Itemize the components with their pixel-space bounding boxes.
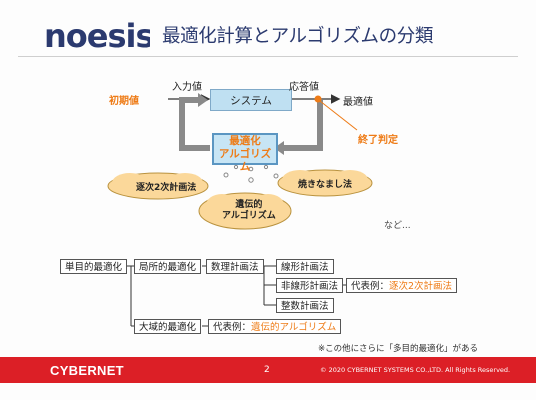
logo-text: noesis (44, 17, 150, 55)
node-single-objective: 単目的最適化 (60, 259, 128, 274)
header-divider (18, 56, 518, 57)
cloud-ga-line2: アルゴリズム (222, 211, 276, 221)
page-title: 最適化計算とアルゴリズムの分類 (162, 26, 433, 47)
footer-bar (0, 357, 536, 383)
node-example-sqp: 代表例：逐次2次計画法 (346, 278, 458, 293)
feedback-right (282, 100, 323, 151)
example-prefix-2: 代表例： (213, 322, 252, 333)
cloud-annealing-label: 焼きなまし法 (298, 180, 353, 190)
footer-copyright: © 2020 CYBERNET SYSTEMS CO.,LTD. All Rig… (320, 366, 511, 374)
feedback-left-head (198, 93, 208, 107)
flow-arrows (107, 93, 373, 230)
node-local: 局所的最適化 (134, 259, 202, 274)
algorithm-box: 最適化 アルゴリズム (212, 133, 278, 173)
node-integer: 整数計画法 (276, 298, 334, 313)
termination-point (314, 95, 322, 103)
node-example-ga: 代表例：遺伝的アルゴリズム (208, 319, 342, 334)
cloud-ga-line1: 遺伝的 (235, 200, 263, 210)
cloud-ga (198, 192, 292, 230)
cloud-sqp (107, 172, 209, 200)
page-number: 2 (264, 365, 270, 375)
tree-connectors (127, 265, 346, 327)
node-linear: 線形計画法 (276, 259, 334, 274)
cloud-sqp-label: 逐次2次計画法 (136, 183, 197, 193)
example-ga-value: 遺伝的アルゴリズム (251, 322, 337, 333)
response-value-label: 応答値 (289, 82, 319, 93)
algorithm-line1: 最適化 (229, 135, 261, 147)
system-box: システム (210, 89, 292, 111)
input-value-label: 入力値 (172, 82, 202, 93)
footnote: ※この他にさらに「多目的最適化」がある (318, 344, 478, 354)
example-prefix: 代表例： (351, 281, 390, 292)
termination-label: 終了判定 (358, 135, 398, 146)
example-sqp-value: 逐次2次計画法 (389, 281, 453, 292)
etc-label: など... (384, 221, 411, 231)
feedback-left (179, 97, 210, 151)
node-global: 大域的最適化 (134, 319, 202, 334)
algorithm-line2: アルゴリズム (218, 148, 272, 173)
cloud-annealing (277, 169, 373, 197)
cloud-ga-label: 遺伝的 アルゴリズム (222, 200, 276, 222)
feedback-right-head (274, 141, 284, 155)
node-nonlinear: 非線形計画法 (276, 278, 344, 293)
termination-pointer (319, 100, 358, 131)
noesis-logo: noesis (44, 17, 150, 55)
node-math-programming: 数理計画法 (206, 259, 264, 274)
initial-value-label: 初期値 (109, 96, 139, 107)
footer-brand: CYBERNET (50, 363, 124, 378)
optimal-value-label: 最適値 (343, 97, 373, 108)
